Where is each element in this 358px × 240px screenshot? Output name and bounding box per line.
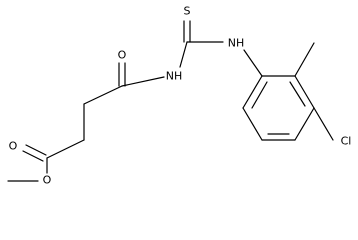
bond-ring-c5-c6: [242, 107, 263, 141]
atom-thioamide-nitrogen-label: NH: [228, 37, 245, 50]
bond-ketone-double: [118, 62, 126, 87]
bond-thiocarbonyl-double: [183, 20, 191, 43]
atom-ketone-oxygen-label: O: [118, 49, 127, 62]
atom-amide-nitrogen-label: NH: [166, 70, 183, 83]
atom-sulfur-label: S: [184, 5, 191, 18]
bond-carbonyl-to-ch2-a: [83, 85, 123, 105]
bond-ring-c2-c3: [294, 75, 315, 109]
chemical-structure: S NH NH O O O Cl: [7, 5, 352, 187]
bond-ring-c6-c1: [242, 75, 263, 109]
bond-ch2-b-to-ester-carbon: [46, 139, 85, 159]
bond-thioamide-nh-to-ring: [243, 49, 263, 77]
atom-labels: S NH NH O O O Cl: [9, 5, 352, 187]
bond-ring-c3-c4: [294, 107, 315, 141]
bonds: [7, 20, 334, 182]
atom-chlorine-label: Cl: [341, 135, 352, 148]
atom-ester-carbonyl-oxygen-label: O: [9, 140, 18, 153]
bond-amide-nh-to-carbonyl: [121, 76, 165, 87]
bond-ring-inner-1: [289, 81, 306, 107]
bond-thiocarbonyl-to-amide-nh: [179, 41, 188, 68]
bond-ring-inner-3: [251, 81, 268, 109]
atom-ester-ether-oxygen-label: O: [43, 174, 52, 187]
bond-ester-carbonyl-double: [22, 144, 47, 162]
bond-ring-to-methyl: [294, 42, 315, 77]
bond-ring-to-chlorine: [313, 107, 334, 141]
